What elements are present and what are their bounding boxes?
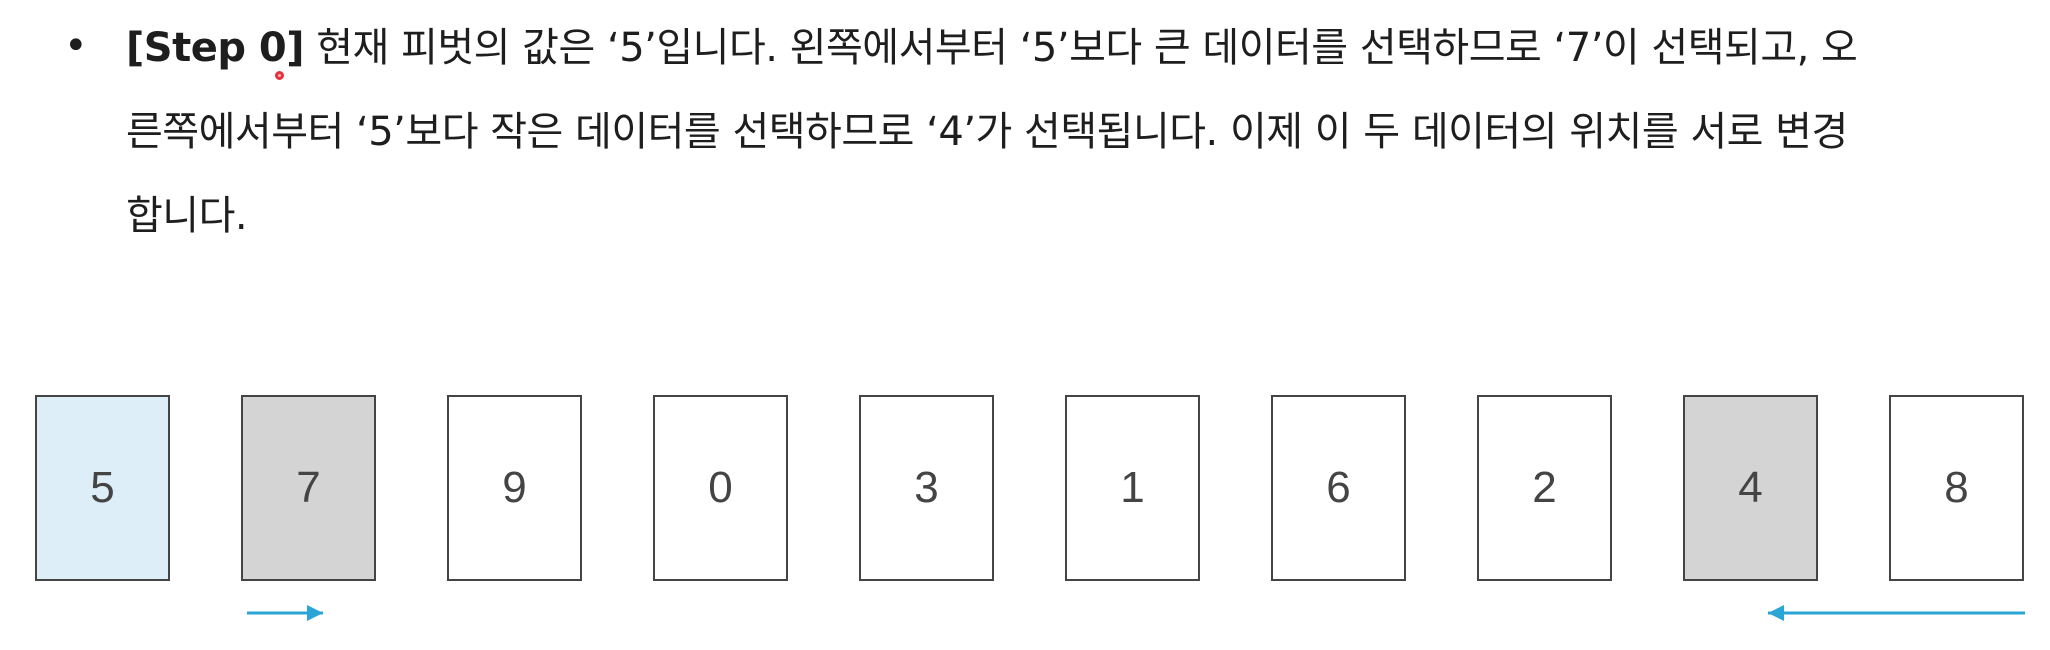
description-text-1: 현재 피벗의 값은 ‘5’입니다. 왼쪽에서부터 ‘5’보다 큰 데이터를 선택…	[304, 25, 1858, 71]
array-card-pivot: 5	[35, 395, 170, 581]
arrow-left-icon	[1768, 605, 2025, 621]
array-card-normal: 9	[447, 395, 582, 581]
array-card-value: 6	[1326, 463, 1351, 512]
array-card-normal: 6	[1271, 395, 1406, 581]
step-description: [Step 0] 현재 피벗의 값은 ‘5’입니다. 왼쪽에서부터 ‘5’보다 …	[126, 6, 2006, 258]
array-card-value: 7	[296, 463, 321, 512]
array-card-value: 0	[708, 463, 733, 512]
array-card-selected: 7	[241, 395, 376, 581]
array-card-normal: 1	[1065, 395, 1200, 581]
array-card-normal: 2	[1477, 395, 1612, 581]
description-line-3: 합니다.	[126, 193, 248, 239]
array-card-value: 4	[1738, 463, 1763, 512]
array-card-normal: 8	[1889, 395, 2024, 581]
array-card-value: 3	[914, 463, 939, 512]
description-line-2: 른쪽에서부터 ‘5’보다 작은 데이터를 선택하므로 ‘4’가 선택됩니다. 이…	[126, 109, 1848, 155]
array-card-value: 5	[90, 463, 115, 512]
array-card-value: 8	[1944, 463, 1969, 512]
array-card-selected: 4	[1683, 395, 1818, 581]
array-card-value: 2	[1532, 463, 1557, 512]
array-card-value: 1	[1120, 463, 1145, 512]
description-line-1: [Step 0] 현재 피벗의 값은 ‘5’입니다. 왼쪽에서부터 ‘5’보다 …	[126, 6, 2006, 90]
array-card-normal: 3	[859, 395, 994, 581]
array-card-value: 9	[502, 463, 527, 512]
arrow-right-icon	[247, 605, 323, 621]
mouse-cursor-indicator	[275, 71, 284, 80]
array-card-normal: 0	[653, 395, 788, 581]
bullet-icon: •	[64, 23, 88, 69]
step-label: [Step 0]	[126, 25, 305, 71]
